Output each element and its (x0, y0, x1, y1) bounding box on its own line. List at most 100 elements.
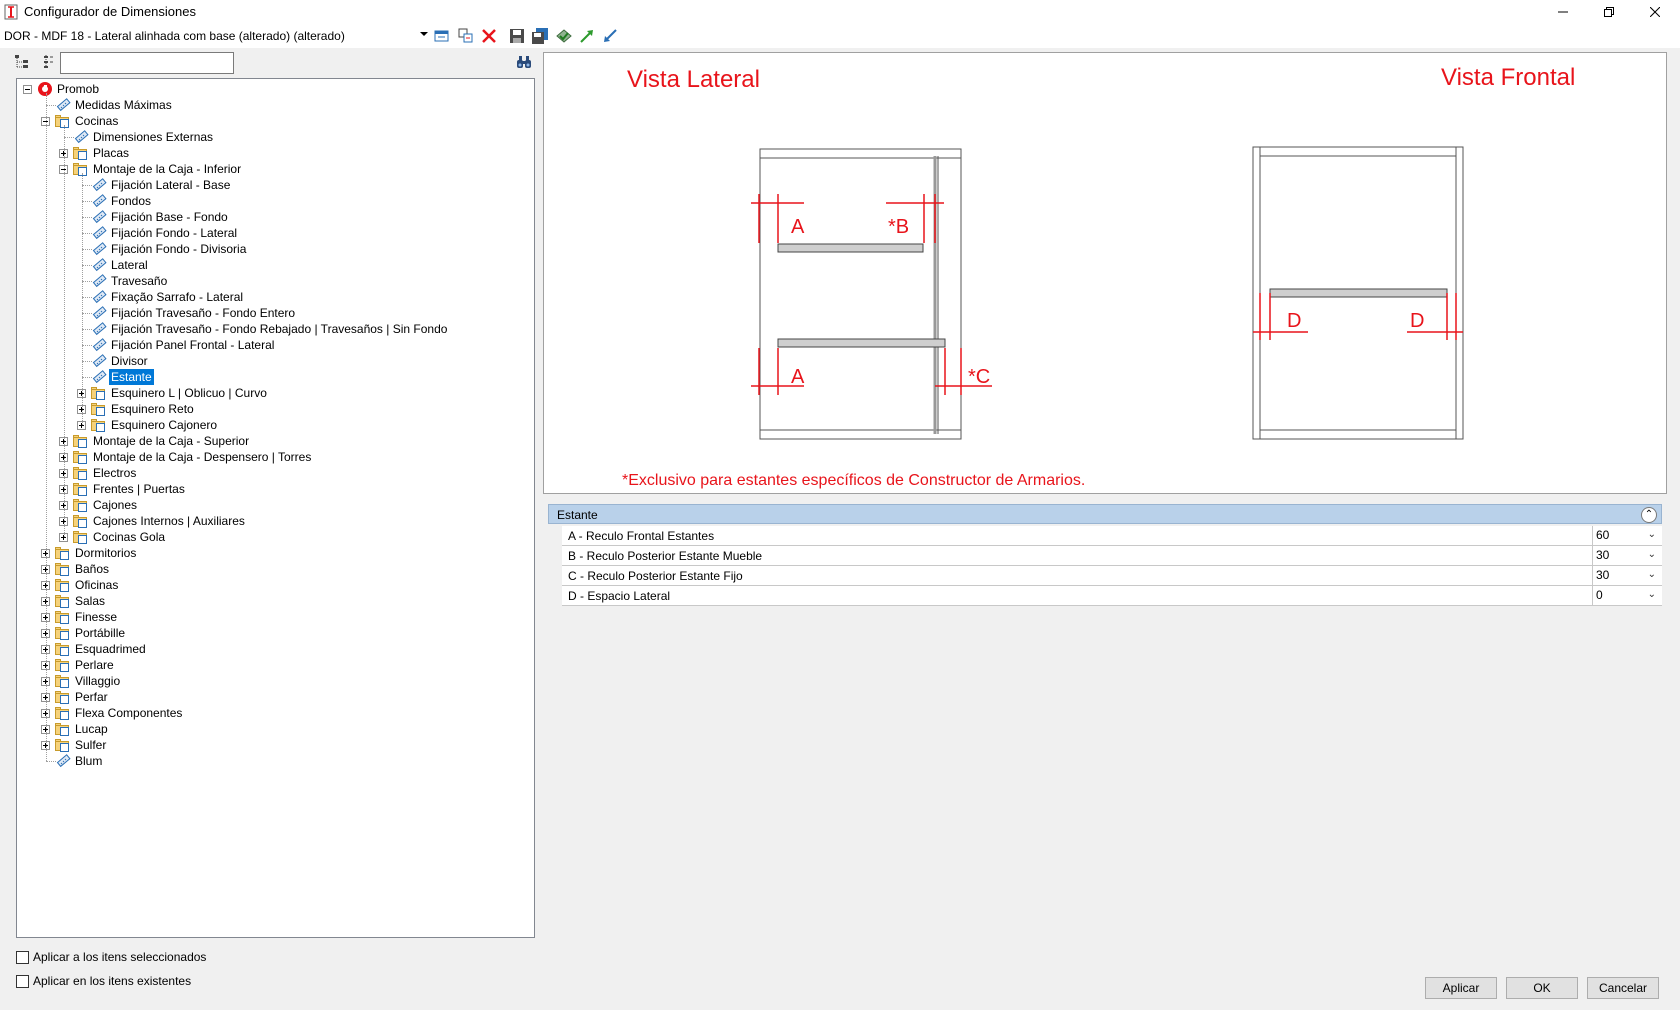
tree-node[interactable]: Oficinas (17, 577, 532, 593)
property-value-dropdown[interactable]: 30 ⌄ (1592, 546, 1660, 565)
cancel-button[interactable]: Cancelar (1587, 977, 1659, 999)
ok-button[interactable]: OK (1506, 977, 1578, 999)
expand-icon[interactable] (59, 453, 68, 462)
tree-node[interactable]: Salas (17, 593, 532, 609)
expand-icon[interactable] (41, 661, 50, 670)
tree-node[interactable]: Lateral (17, 257, 532, 273)
restore-button[interactable] (1586, 0, 1632, 24)
property-value-dropdown[interactable]: 60 ⌄ (1592, 526, 1660, 545)
tree-node[interactable]: Medidas Máximas (17, 97, 532, 113)
tree-node[interactable]: Fijación Travesaño - Fondo Entero (17, 305, 532, 321)
expand-icon[interactable] (41, 645, 50, 654)
import-icon[interactable] (601, 27, 619, 45)
label-b: *B (888, 216, 909, 238)
expand-icon[interactable] (41, 693, 50, 702)
tree-node[interactable]: Travesaño (17, 273, 532, 289)
export-icon[interactable] (578, 27, 596, 45)
close-button[interactable] (1632, 0, 1678, 24)
tree-node[interactable]: Lucap (17, 721, 532, 737)
expand-icon[interactable] (59, 485, 68, 494)
tree-node[interactable]: Promob (17, 81, 532, 97)
properties-icon[interactable] (433, 27, 451, 45)
collapse-icon[interactable]: ⌃ (1641, 507, 1657, 523)
expand-icon[interactable] (59, 437, 68, 446)
expand-icon[interactable] (41, 709, 50, 718)
tree-node[interactable]: Esquinero Cajonero (17, 417, 532, 433)
expand-icon[interactable] (59, 533, 68, 542)
tree-node[interactable]: Fijación Travesaño - Fondo Rebajado | Tr… (17, 321, 532, 337)
collapse-icon[interactable] (41, 117, 50, 126)
expand-icon[interactable] (41, 581, 50, 590)
apply-button[interactable]: Aplicar (1425, 977, 1497, 999)
save-all-icon[interactable] (531, 27, 549, 45)
expand-icon[interactable] (41, 629, 50, 638)
tree-node[interactable]: Blum (17, 753, 532, 769)
tree-node[interactable]: Portábille (17, 625, 532, 641)
apply-existing-checkbox[interactable] (16, 975, 29, 988)
tree-search-input[interactable] (60, 52, 234, 74)
tree-node[interactable]: Sulfer (17, 737, 532, 753)
delete-icon[interactable] (480, 27, 498, 45)
expand-tree-icon[interactable] (14, 54, 30, 70)
collapse-tree-icon[interactable] (40, 54, 56, 70)
property-value-dropdown[interactable]: 0 ⌄ (1592, 586, 1660, 605)
tree-node[interactable]: Fijación Base - Fondo (17, 209, 532, 225)
tree-node[interactable]: Divisor (17, 353, 532, 369)
lateral-view-cabinet (759, 148, 962, 440)
collapse-icon[interactable] (59, 165, 68, 174)
tree-node[interactable]: Baños (17, 561, 532, 577)
tree-node[interactable]: Montaje de la Caja - Superior (17, 433, 532, 449)
expand-icon[interactable] (77, 389, 86, 398)
expand-icon[interactable] (77, 421, 86, 430)
tree-node[interactable]: Dimensiones Externas (17, 129, 532, 145)
tree-node[interactable]: Dormitorios (17, 545, 532, 561)
tree-node[interactable]: Montaje de la Caja - Inferior (17, 161, 532, 177)
tree-node[interactable]: Fijación Fondo - Divisoria (17, 241, 532, 257)
minimize-button[interactable] (1540, 0, 1586, 24)
tree-node[interactable]: Cocinas Gola (17, 529, 532, 545)
tree-node[interactable]: Esquadrimed (17, 641, 532, 657)
property-value-dropdown[interactable]: 30 ⌄ (1592, 566, 1660, 585)
expand-icon[interactable] (41, 565, 50, 574)
tree-node[interactable]: Fijación Lateral - Base (17, 177, 532, 193)
tree-node[interactable]: Fijación Panel Frontal - Lateral (17, 337, 532, 353)
tree-node[interactable]: Esquinero L | Oblicuo | Curvo (17, 385, 532, 401)
expand-icon[interactable] (59, 517, 68, 526)
expand-icon[interactable] (59, 149, 68, 158)
expand-icon[interactable] (41, 597, 50, 606)
tree-node[interactable]: Fijación Fondo - Lateral (17, 225, 532, 241)
expand-icon[interactable] (41, 725, 50, 734)
expand-icon[interactable] (77, 405, 86, 414)
tree-node[interactable]: Fixação Sarrafo - Lateral (17, 289, 532, 305)
tree-node[interactable]: Fondos (17, 193, 532, 209)
properties-header[interactable]: Estante ⌃ (548, 504, 1662, 524)
expand-icon[interactable] (41, 549, 50, 558)
config-dropdown[interactable]: DOR - MDF 18 - Lateral alinhada com base… (4, 28, 428, 46)
tree-node[interactable]: Placas (17, 145, 532, 161)
expand-icon[interactable] (59, 501, 68, 510)
apply-icon[interactable] (555, 27, 573, 45)
expand-icon[interactable] (41, 677, 50, 686)
tree-node[interactable]: Cocinas (17, 113, 532, 129)
tree-node[interactable]: Estante (17, 369, 532, 385)
duplicate-icon[interactable] (457, 27, 475, 45)
tree-node[interactable]: Flexa Componentes (17, 705, 532, 721)
tree-node[interactable]: Finesse (17, 609, 532, 625)
tree-node[interactable]: Cajones Internos | Auxiliares (17, 513, 532, 529)
apply-selected-checkbox[interactable] (16, 951, 29, 964)
binoculars-icon[interactable] (515, 54, 533, 70)
collapse-icon[interactable] (23, 85, 32, 94)
tree-node[interactable]: Villaggio (17, 673, 532, 689)
tree-node[interactable]: Perfar (17, 689, 532, 705)
tree-node[interactable]: Perlare (17, 657, 532, 673)
tree-node[interactable]: Montaje de la Caja - Despensero | Torres (17, 449, 532, 465)
tree-node[interactable]: Frentes | Puertas (17, 481, 532, 497)
expand-icon[interactable] (41, 741, 50, 750)
expand-icon[interactable] (59, 469, 68, 478)
expand-icon[interactable] (41, 613, 50, 622)
tree-node[interactable]: Cajones (17, 497, 532, 513)
tree-node[interactable]: Esquinero Reto (17, 401, 532, 417)
save-icon[interactable] (508, 27, 526, 45)
tree-node[interactable]: Electros (17, 465, 532, 481)
